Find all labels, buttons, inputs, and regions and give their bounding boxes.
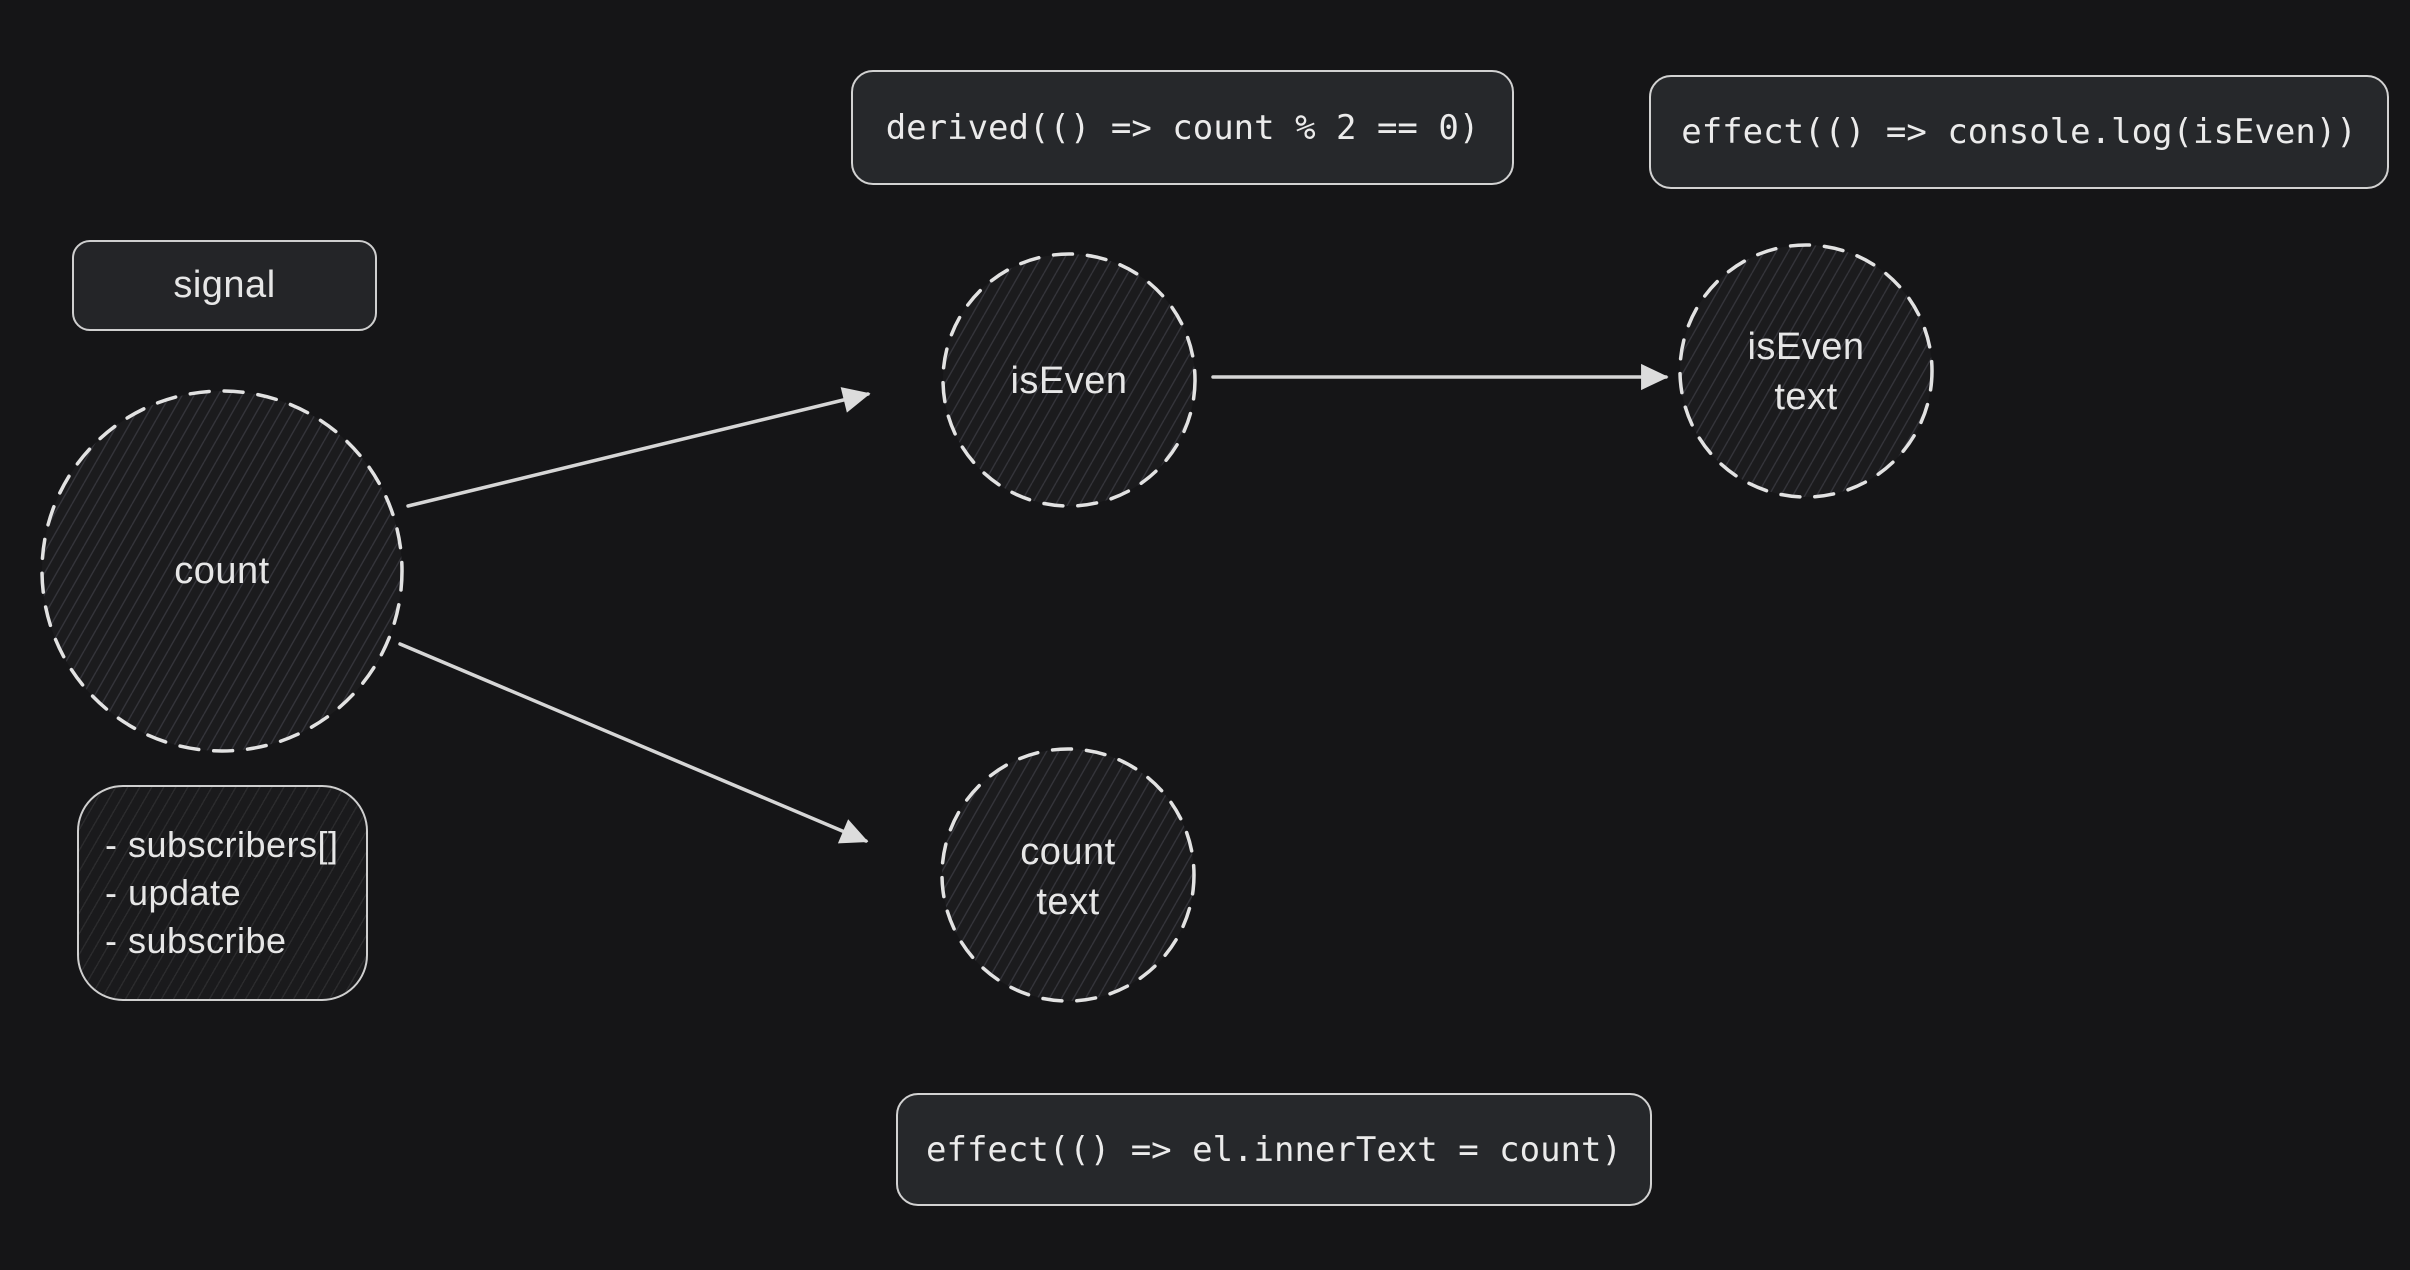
iseven-node-circle[interactable] [941, 252, 1197, 508]
count-node-circle[interactable] [40, 389, 404, 753]
iseven-text-node-circle[interactable] [1678, 243, 1934, 499]
effect-dom-code-box[interactable]: effect(() => el.innerText = count) [896, 1093, 1652, 1206]
iseven-text-label-line2: text [1774, 376, 1838, 418]
iseven-text-node-label: isEven text [1747, 322, 1864, 422]
count-text-label-line2: text [1036, 881, 1100, 923]
signal-member-update: - update [105, 872, 242, 913]
count-text-node-label: count text [1020, 827, 1115, 927]
count-text-node-circle[interactable] [940, 747, 1196, 1003]
derived-code-text: derived(() => count % 2 == 0) [885, 107, 1480, 148]
count-node-label: count [174, 550, 270, 592]
signal-badge-label: signal [173, 264, 276, 306]
signal-badge[interactable]: signal [72, 240, 377, 331]
arrow-count-to-count-text[interactable] [398, 642, 869, 844]
effect-log-code-box[interactable]: effect(() => console.log(isEven)) [1649, 75, 2389, 189]
iseven-text-label-line1: isEven [1747, 326, 1865, 368]
effect-log-code-text: effect(() => console.log(isEven)) [1681, 112, 2357, 152]
signal-members-box[interactable]: - subscribers[] - update - subscribe [77, 785, 368, 1001]
count-text-label-line1: count [1020, 831, 1116, 873]
effect-dom-code-text: effect(() => el.innerText = count) [926, 1129, 1622, 1170]
derived-code-box[interactable]: derived(() => count % 2 == 0) [851, 70, 1514, 185]
signal-member-subscribers: - subscribers[] [105, 824, 339, 865]
iseven-node-label: isEven [1010, 360, 1128, 402]
arrow-count-to-iseven[interactable] [406, 387, 871, 508]
signal-member-subscribe: - subscribe [105, 920, 287, 961]
